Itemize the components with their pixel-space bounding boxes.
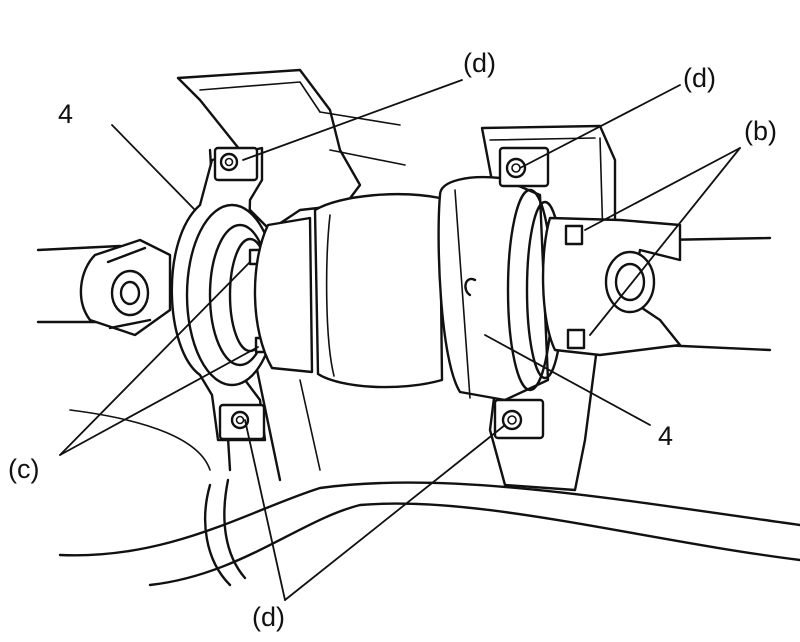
floor-panel [58,409,800,587]
callout-4-left: 4 [58,99,73,129]
left-universal-joint [79,238,172,337]
callout-4-right: 4 [658,421,673,451]
center-bearing-cushion [313,193,444,389]
callout-c: (c) [8,454,39,484]
callout-d-top-left: (d) [463,48,496,78]
c-clip-mark [464,277,477,297]
leader-lines [59,79,741,601]
right-upper-bolt [564,224,584,246]
callout-b: (b) [744,116,777,146]
callout-labels: (d) (d) (b) 4 4 (c) (d) [8,48,777,632]
right-center-bearing-support [437,146,565,440]
callout-d-bottom: (d) [252,602,285,632]
right-lower-bolt [566,328,586,350]
callout-d-top-right: (d) [683,63,716,93]
right-universal-joint [541,216,682,357]
shaft-collar [253,216,314,374]
left-bottom-nut [218,403,266,441]
